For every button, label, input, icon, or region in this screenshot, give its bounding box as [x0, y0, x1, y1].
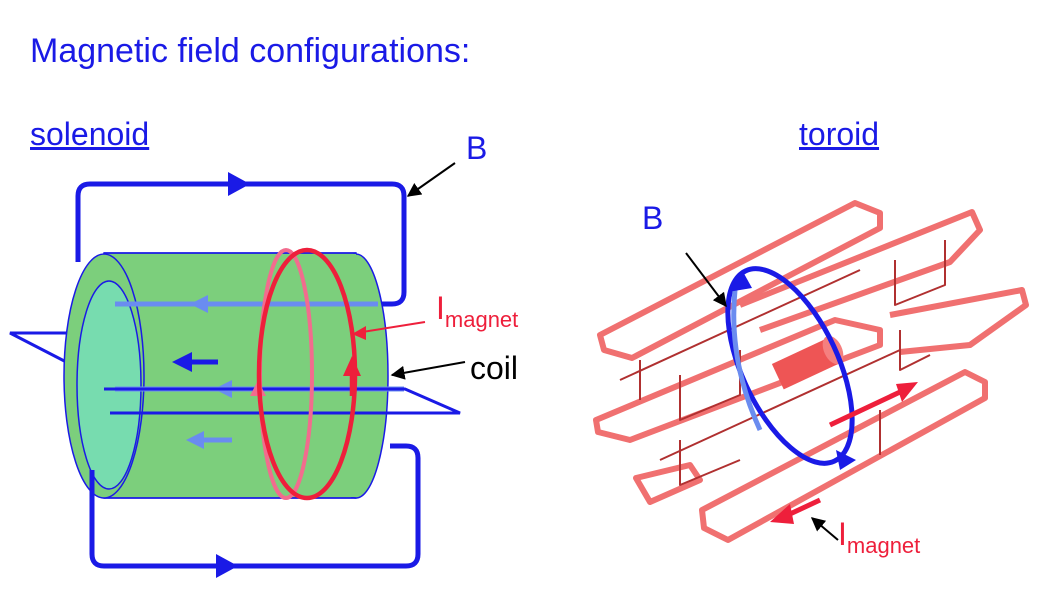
toroid-diagram: [593, 200, 1029, 543]
field-arrow-bottom: [216, 554, 238, 578]
solenoid-current-label: Imagnet: [436, 290, 519, 332]
solenoid-diagram: [9, 162, 466, 578]
toroid-heading[interactable]: toroid: [799, 116, 880, 152]
toroid-coil-2: [738, 209, 983, 333]
toroid-current-arrow-2: [770, 504, 794, 524]
toroid-coil-1: [597, 200, 883, 361]
solenoid-heading[interactable]: solenoid: [30, 116, 150, 152]
b-pointer-toroid: [685, 252, 727, 308]
toroid-coil-5: [633, 462, 703, 505]
i-pointer-toroid: [810, 517, 839, 541]
coil-bore: [76, 280, 142, 490]
toroid-field-arrow-bottom: [836, 450, 856, 470]
b-pointer-solenoid: [406, 162, 456, 197]
page-title: Magnetic field configurations:: [30, 32, 471, 70]
field-line-bottom: [89, 443, 421, 569]
toroid-coil-6: [699, 369, 988, 543]
current-arrow-solenoid: [343, 356, 361, 376]
coil-label: coil: [470, 350, 519, 386]
toroid-field-arrow-top: [728, 270, 752, 292]
toroid-coil-3: [593, 317, 883, 443]
toroid-field-loop: [725, 266, 855, 466]
i-pointer-solenoid: [355, 321, 426, 334]
field-arrow-top: [228, 172, 250, 196]
internal-arrow-center: [172, 352, 192, 372]
coil-pointer: [390, 361, 466, 380]
solenoid-b-label: B: [466, 130, 488, 166]
toroid-b-label: B: [642, 200, 664, 236]
toroid-coil-4: [889, 287, 1029, 355]
field-line-top: [75, 181, 407, 307]
toroid-current-arrow-1: [896, 382, 918, 402]
internal-arrow-lower: [186, 431, 204, 449]
toroid-current-label: Imagnet: [838, 516, 921, 558]
